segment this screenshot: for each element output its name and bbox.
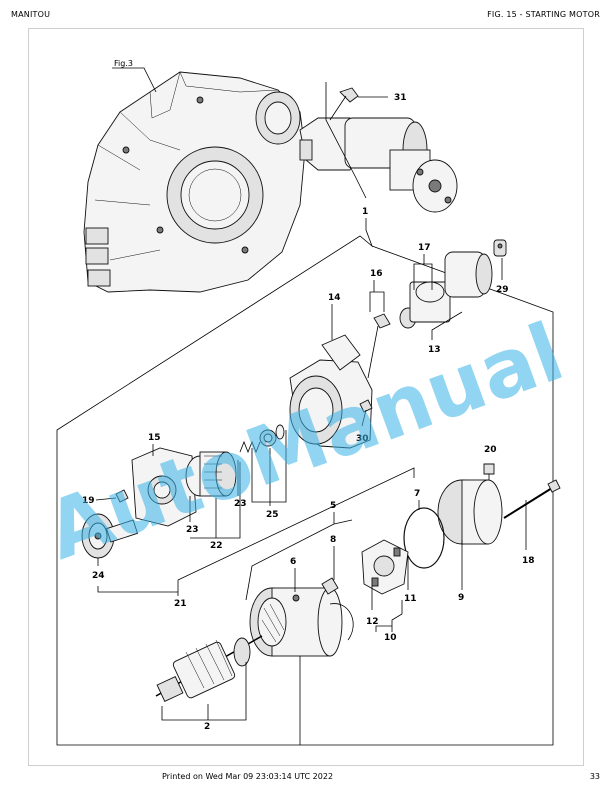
callout-9: 9 [458,593,464,603]
callout-13: 13 [428,345,441,355]
callout-15: 15 [148,433,161,443]
callout-16: 16 [370,269,383,279]
callout-29: 29 [496,285,509,295]
callout-22: 22 [210,541,223,551]
callout-6: 6 [290,557,296,567]
yoke-6 [249,577,354,657]
callout-7: 7 [414,489,420,499]
callout-10: 10 [384,633,397,643]
o-ring-7 [403,507,445,569]
footer-page-number: 33 [589,772,600,781]
callout-11: 11 [404,594,417,604]
pinion-gear-24 [81,513,139,559]
through-bolt-18 [503,479,561,519]
header-brand: MANITOU [11,10,51,19]
callout-20: 20 [484,445,497,455]
plate-15 [131,447,197,527]
clutch-22 [185,451,237,497]
bolt-31 [329,87,388,121]
callout-25: 25 [266,510,279,520]
callout-31: 31 [394,93,407,103]
header-figure-title: FIG. 15 - STARTING MOTOR [487,10,600,19]
footer-print-date: Printed on Wed Mar 09 23:03:14 UTC 2022 [162,772,334,781]
solenoid-13 [399,251,493,329]
callout-1: 1 [362,207,368,217]
callout-18: 18 [522,556,535,566]
terminal-29 [493,239,507,257]
callout-23a: 23 [186,525,199,535]
spring-23 [239,440,261,454]
callout-2: 2 [204,722,210,732]
ring-25 [259,424,285,447]
page-frame [28,28,584,766]
armature-2 [155,635,263,702]
callout-12: 12 [366,617,379,627]
callout-21: 21 [174,599,187,609]
callout-30: 30 [356,434,369,444]
callout-5: 5 [330,501,336,511]
fig-reference: Fig.3 [114,59,133,68]
starter-assembly [299,117,458,213]
lever-16 [367,313,391,379]
callout-17: 17 [418,243,431,253]
bolt-30 [359,399,373,427]
callout-24: 24 [92,571,105,581]
brush-holder-10 [361,539,409,595]
screw-19 [115,489,129,503]
drive-housing-14 [289,334,373,449]
callout-8: 8 [330,535,336,545]
end-cover-9 [437,479,503,545]
flywheel-housing [83,71,306,293]
callout-19: 19 [82,496,95,506]
callout-14: 14 [328,293,341,303]
